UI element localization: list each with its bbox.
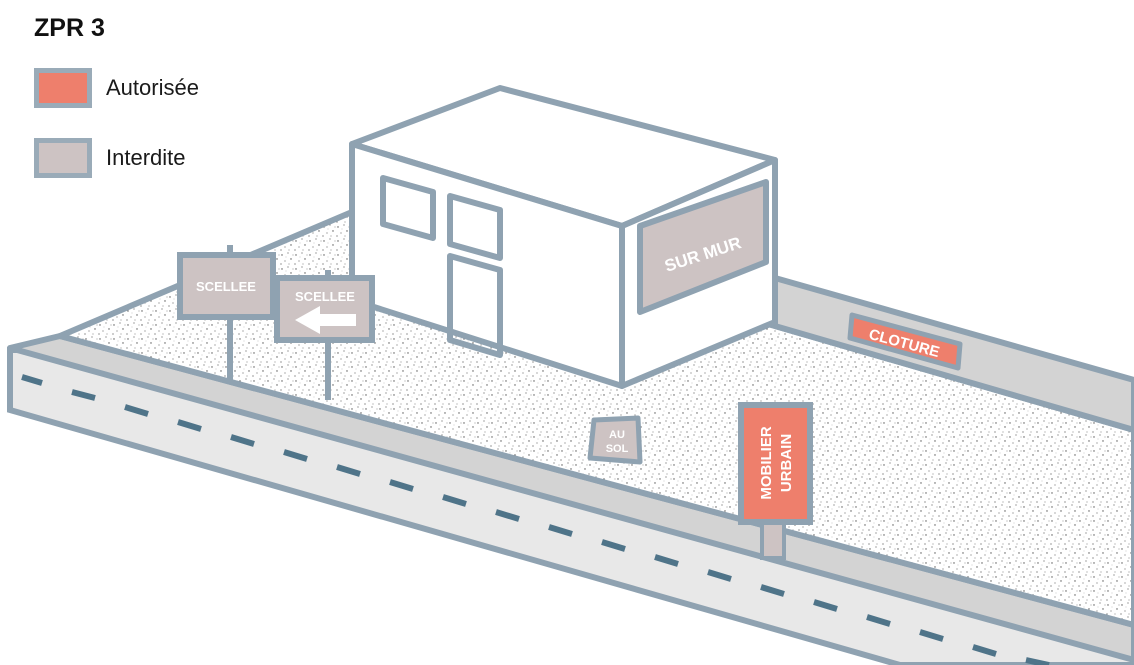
arrow-left-icon (295, 306, 356, 334)
sign-sur-mur (637, 179, 769, 315)
legend-label-interdite: Interdite (106, 145, 186, 170)
window-left (380, 175, 436, 241)
sign-scellee-2: SCELLEE (274, 270, 375, 400)
legend-title: ZPR 3 (34, 14, 105, 42)
sign-au-sol-label-1: AU (609, 429, 625, 441)
sign-au-sol-label-2: SOL (606, 443, 629, 455)
sign-mobilier-urbain: MOBILIER URBAIN (738, 402, 813, 560)
lane-dashes (21, 374, 1050, 665)
legend-swatch-autorisee (34, 68, 92, 108)
legend-label-autorisee: Autorisée (106, 75, 199, 100)
legend-item-interdite: Interdite (34, 138, 186, 178)
legend-item-autorisee: Autorisée (34, 68, 199, 108)
sign-scellee-2-label: SCELLEE (295, 289, 355, 304)
window-right (447, 193, 503, 261)
sign-au-sol: AU SOL (587, 415, 643, 465)
legend-swatch-interdite (34, 138, 92, 178)
sign-scellee-1: SCELLEE (177, 245, 276, 380)
sidewalk (7, 333, 1134, 663)
sign-scellee-1-label: SCELLEE (196, 279, 256, 294)
sign-mobilier-label-1: MOBILIER (758, 426, 775, 499)
sign-mobilier-label-2: URBAIN (778, 434, 795, 492)
door (447, 253, 503, 358)
